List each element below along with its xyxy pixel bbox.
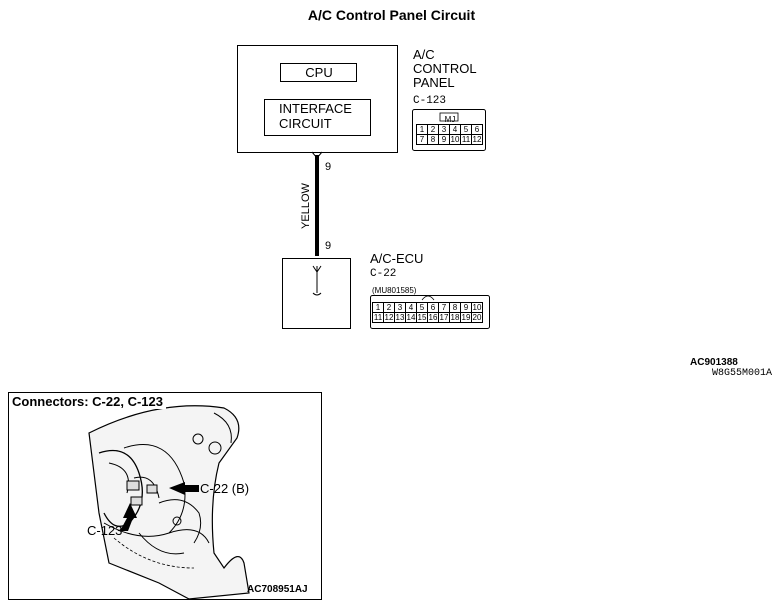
pin-cell: 8	[449, 302, 461, 313]
c123-pin-row-top: 1 2 3 4 5 6	[416, 124, 483, 135]
pin-cell: 1	[416, 124, 428, 135]
pin-cell: 18	[449, 312, 461, 323]
wire-pin-bottom: 9	[325, 240, 332, 252]
pin-cell: 10	[471, 302, 483, 313]
interface-label-line1: INTERFACE	[279, 101, 352, 116]
c22-callout: C-22 (B)	[200, 481, 250, 496]
pin-cell: 5	[460, 124, 472, 135]
c22-pin-row-top: 1 2 3 4 5 6 7 8 9 10	[372, 302, 483, 313]
wire-color-label: YELLOW	[300, 183, 312, 229]
pin-cell: 15	[416, 312, 428, 323]
pin-cell: 6	[427, 302, 439, 313]
interface-label-line2: CIRCUIT	[279, 116, 332, 131]
pin-cell: 7	[416, 134, 428, 145]
cpu-label: CPU	[305, 65, 333, 80]
pin-cell: 11	[372, 312, 384, 323]
dashboard-illustration	[88, 405, 250, 599]
circuit-schematic	[237, 45, 490, 329]
pin-cell: 1	[372, 302, 384, 313]
c123-connector-id: C-123	[413, 95, 447, 107]
c123-arrow-icon	[120, 503, 137, 531]
photo-caption: Connectors: C-22, C-123	[12, 395, 166, 409]
c22-part-number: (MU801585)	[372, 286, 417, 295]
diagram-subcode: W8G55M001A	[712, 368, 773, 379]
c22-pin-table: 1 2 3 4 5 6 7 8 9 10 11 12 13 14 15 16 1…	[372, 302, 483, 323]
pin-cell: 17	[438, 312, 450, 323]
connector-location-photo: Connectors: C-22, C-123 C-22 (B) C-123 A…	[8, 392, 322, 600]
diagram-code: AC901388	[690, 357, 738, 368]
pin-cell: 3	[438, 124, 450, 135]
pin-cell: 10	[449, 134, 461, 145]
pin-cell: 11	[460, 134, 472, 145]
control-panel-name-line3: PANEL	[413, 75, 455, 90]
pin-cell: 20	[471, 312, 483, 323]
c123-pin-table: 1 2 3 4 5 6 7 8 9 10 11 12	[416, 124, 483, 145]
pin-cell: 5	[416, 302, 428, 313]
c123-pin-row-bottom: 7 8 9 10 11 12	[416, 134, 483, 145]
pin-cell: 12	[383, 312, 395, 323]
c22-pin-row-bottom: 11 12 13 14 15 16 17 18 19 20	[372, 312, 483, 323]
cpu-box	[280, 63, 357, 82]
pin-cell: 13	[394, 312, 406, 323]
pin-cell: 12	[471, 134, 483, 145]
pin-cell: 3	[394, 302, 406, 313]
interface-circuit-box	[264, 99, 371, 136]
pin-cell: 4	[405, 302, 417, 313]
pin-cell: 19	[460, 312, 472, 323]
pin-cell: 14	[405, 312, 417, 323]
c123-connector-tag: MJ	[444, 115, 456, 124]
pin-cell: 9	[438, 134, 450, 145]
pin-cell: 9	[460, 302, 472, 313]
c22-connector-id: C-22	[370, 268, 397, 280]
ecu-name: A/C-ECU	[370, 251, 424, 266]
control-panel-name-line1: A/C	[413, 47, 435, 62]
pin-cell: 4	[449, 124, 461, 135]
pin-cell: 6	[471, 124, 483, 135]
photo-code: AC708951AJ	[247, 584, 308, 595]
pin-cell: 8	[427, 134, 439, 145]
pin-cell: 16	[427, 312, 439, 323]
control-panel-name-line2: CONTROL	[413, 61, 477, 76]
c22-arrow-icon	[169, 482, 199, 495]
pin-cell: 2	[427, 124, 439, 135]
diagram-title: A/C Control Panel Circuit	[307, 7, 476, 23]
pin-cell: 2	[383, 302, 395, 313]
c123-callout: C-123	[87, 523, 123, 538]
pin-cell: 7	[438, 302, 450, 313]
wire-pin-top: 9	[325, 161, 332, 173]
